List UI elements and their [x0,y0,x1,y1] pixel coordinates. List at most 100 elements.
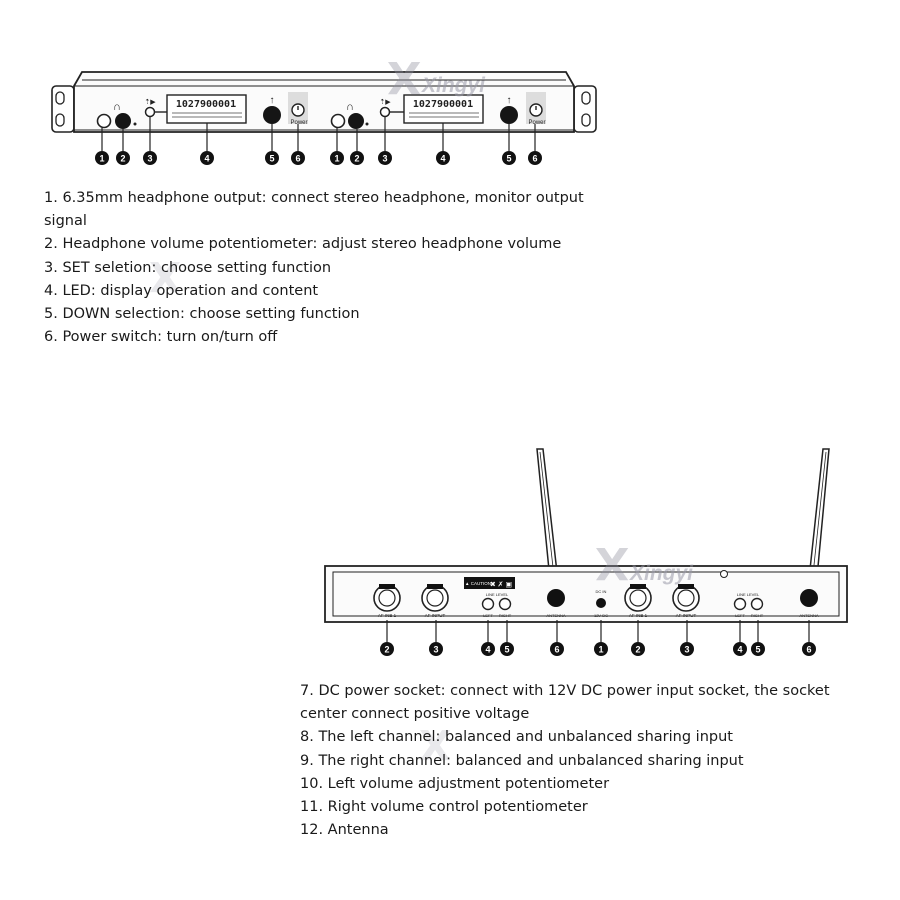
svg-text:12V DC: 12V DC [594,613,608,618]
legend-item: 9. The right channel: balanced and unbal… [300,752,744,769]
antenna-jack-1: ANTENNA [546,589,566,618]
headphone-jack [96,113,112,129]
svg-text:4: 4 [204,154,209,164]
rear-panel-legend: 7. DC power socket: connect with 12V DC … [300,680,880,842]
level-pots-2: LINE LEVEL LEFT RIGHT [733,592,764,618]
svg-text:5: 5 [506,154,511,164]
svg-text:1: 1 [598,645,603,655]
set-button [144,106,156,118]
svg-text:LEFT: LEFT [483,613,493,618]
svg-text:5: 5 [504,645,509,655]
callout-1: 1 [330,151,344,165]
svg-text:2: 2 [120,154,125,164]
callout-2: 2 [631,642,645,656]
callout-6: 6 [291,151,305,165]
svg-text:2: 2 [384,645,389,655]
legend-item: 3. SET seletion: choose setting function [44,259,332,276]
legend-item: 10. Left volume adjustment potentiometer [300,775,610,792]
svg-text:6: 6 [554,645,559,655]
svg-text:LINE LEVEL: LINE LEVEL [486,592,509,597]
callout-1: 1 [95,151,109,165]
front-unit-2: ∩ ⇡▶ 1027900001 ↑ Power [330,92,546,129]
legend-item: 11. Right volume control potentiometer [300,799,588,816]
svg-text:2: 2 [635,645,640,655]
front-panel-legend: 1. 6.35mm headphone output: connect ster… [44,187,624,349]
callout-5: 5 [265,151,279,165]
dc-power-socket: DC IN 12V DC [594,589,608,618]
watermark-text: Xingyi [421,74,486,97]
callout-4: 4 [200,151,214,165]
svg-text:AF INPUT: AF INPUT [676,613,697,618]
lcd-display [403,94,484,124]
legend-item: 5. DOWN selection: choose setting functi… [44,306,360,323]
down-knob [500,106,518,124]
xlr-input-left-2: AF INB 1 [624,584,652,618]
legend-item: 7. DC power socket: connect with 12V DC … [300,683,830,699]
svg-text:LINE LEVEL: LINE LEVEL [737,592,760,597]
callout-3: 3 [680,642,694,656]
xlr-input-left-1: AF INB 1 [373,584,401,618]
level-pots-1: LINE LEVEL LEFT RIGHT [481,592,512,618]
legend-item: 6. Power switch: turn on/turn off [44,329,278,346]
lcd-readout: 1027900001 [176,99,236,110]
callout-2: 2 [116,151,130,165]
svg-text:ANTENNA: ANTENNA [546,613,565,618]
front-leader-lines [101,117,536,151]
caution-label: ▲ CAUTION ✖ ✗ ▣ [464,577,515,589]
svg-text:2: 2 [354,154,359,164]
svg-text:4: 4 [485,645,490,655]
headphone-icon: ∩ [113,101,121,113]
xlr-input-right-1: AF INPUT [421,584,449,618]
callout-3: 3 [378,151,392,165]
down-arrow-icon: ↑ [270,95,275,106]
rear-panel: AF INB 1 AF INPUT ▲ CAUTION ✖ ✗ ▣ LINE L… [324,448,848,656]
svg-text:5: 5 [755,645,760,655]
callout-6: 6 [550,642,564,656]
svg-text:5: 5 [269,154,274,164]
svg-text:AF INB 1: AF INB 1 [629,613,648,618]
volume-knob [348,113,364,129]
watermark-text: Xingyi [629,562,694,585]
volume-knob [115,113,131,129]
legend-item: 8. The left channel: balanced and unbala… [300,729,733,746]
svg-text:✖ ✗ ▣: ✖ ✗ ▣ [490,581,512,589]
svg-text:6: 6 [532,154,537,164]
power-label: Power [528,120,545,126]
svg-text:▲ CAUTION: ▲ CAUTION [465,581,491,586]
svg-text:6: 6 [806,645,811,655]
rear-leader-lines [386,620,810,642]
callout-2: 2 [380,642,394,656]
svg-text:AF INPUT: AF INPUT [425,613,446,618]
right-rack-ear [573,85,597,133]
callout-3: 3 [143,151,157,165]
svg-text:3: 3 [433,645,438,655]
front-callouts: 1 2 3 4 5 6 1 2 3 4 5 6 [95,151,542,165]
svg-text:4: 4 [737,645,742,655]
callout-4: 4 [436,151,450,165]
svg-text:4: 4 [440,154,445,164]
lcd-readout: 1027900001 [413,99,473,110]
callout-4: 4 [733,642,747,656]
legend-item: 4. LED: display operation and content [44,282,319,299]
svg-text:LEFT: LEFT [735,613,745,618]
legend-item-continuation: signal [44,213,87,230]
xlr-input-right-2: AF INPUT [672,584,700,618]
svg-text:3: 3 [382,154,387,164]
svg-text:1: 1 [99,154,104,164]
front-panel: ∩ ⇡▶ 1027900001 ↑ Power ∩ ⇡▶ [51,62,597,165]
power-label: Power [290,120,307,126]
callout-6: 6 [802,642,816,656]
svg-text:RIGHT: RIGHT [751,613,764,618]
rear-chassis [324,565,848,623]
callout-1: 1 [594,642,608,656]
legend-item: 12. Antenna [300,822,389,839]
antenna-jack-2: ANTENNA [799,589,819,618]
svg-text:DC IN: DC IN [596,589,607,594]
down-knob [263,106,281,124]
legend-item-continuation: center connect positive voltage [300,706,530,723]
legend-item: 2. Headphone volume potentiometer: adjus… [44,236,562,253]
callout-5: 5 [500,642,514,656]
svg-text:RIGHT: RIGHT [499,613,512,618]
callout-2: 2 [350,151,364,165]
callout-5: 5 [751,642,765,656]
